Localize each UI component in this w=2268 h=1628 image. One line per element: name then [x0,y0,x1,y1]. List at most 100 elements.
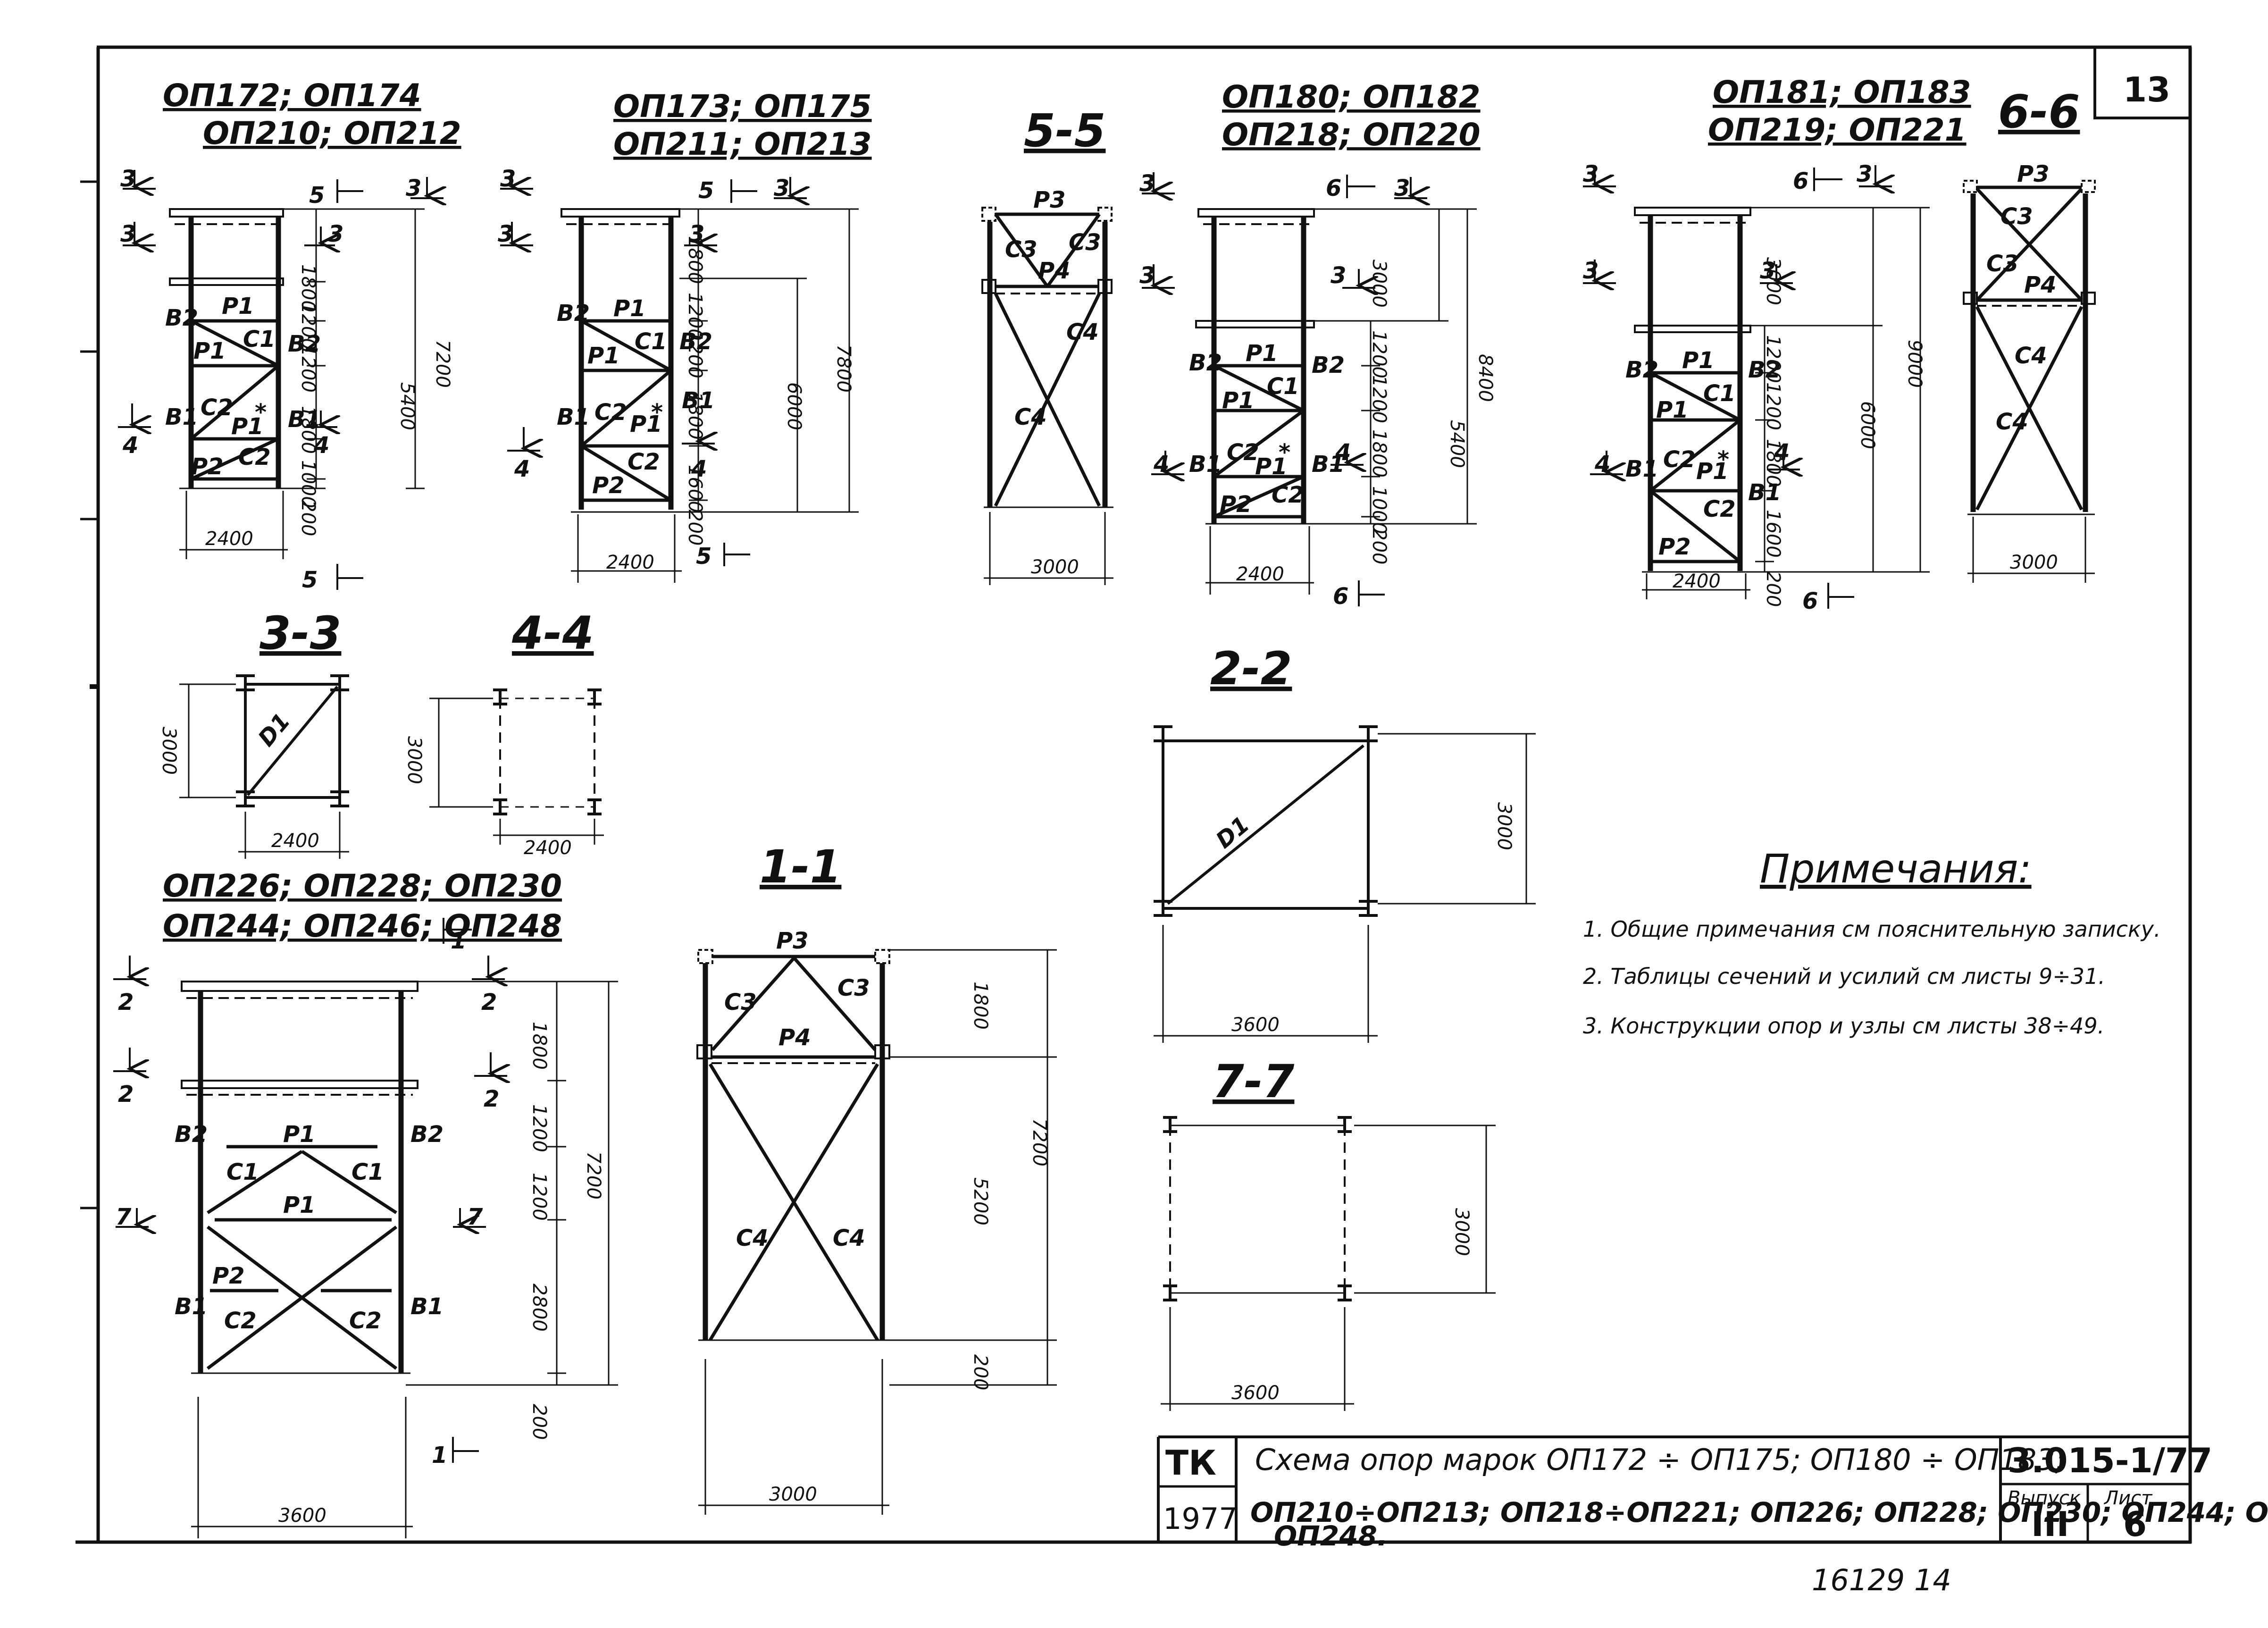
g4-cut-4a: 4 [1594,451,1610,478]
svg-text:200: 200 [1368,529,1390,564]
tower-op226 [181,981,618,1538]
s11-label-c4-a: C4 [736,1225,769,1251]
g3-dimensions: 3000 1200 1200 1800 1000 200 5400 8400 2… [1236,260,1496,585]
s55-label-c4-a: C4 [1066,319,1099,345]
g2-label-b2-l: B2 [557,300,590,327]
note-3: 3. Конструкции опор и узлы см листы 38÷4… [1583,1013,2104,1039]
g2-label-p1-c: P1 [630,411,662,437]
g1-cut-3b: 3 [120,221,136,247]
section-4-4 [429,688,604,845]
g4-label-b2-l: B2 [1625,357,1658,383]
g5-label-b2-l: B2 [175,1121,208,1148]
s66-label-p3: P3 [2017,161,2050,187]
g1-cut-5a: 5 [309,182,325,209]
g5-label-b1-l: B1 [175,1293,208,1320]
g1-label-p1-b: P1 [193,338,226,364]
bottom-handwriting: 16129 14 [1812,1563,1951,1597]
section-1-1 [696,949,1057,1515]
s22-dim-3000: 3000 [1493,802,1515,850]
svg-text:9000: 9000 [1904,340,1925,388]
svg-text:2400: 2400 [1673,571,1721,592]
g3-label-c1: C1 [1267,373,1299,400]
svg-text:1200: 1200 [1762,335,1784,383]
g1-cut-4a: 4 [122,432,138,459]
s66-label-c3-a: C3 [2000,203,2033,230]
g5-cut-7b: 7 [467,1204,483,1230]
svg-text:1200: 1200 [297,344,319,393]
svg-text:7800: 7800 [833,344,854,393]
g4-label-c2-a: C2 [1663,446,1696,473]
section-1-1-title: 1-1 [760,840,841,893]
g3-label-c2-b: C2 [1272,482,1304,508]
g5-label-p1-a: P1 [283,1121,316,1148]
svg-text:1000: 1000 [297,460,319,508]
g1-dimensions: 1800 1200 1200 1800 1000 200 5400 7200 2… [205,264,453,550]
group5-title-line1: ОП226; ОП228; ОП230 [163,868,562,904]
svg-text:2400: 2400 [606,552,654,573]
g2-cut-5a: 5 [698,177,714,204]
g5-label-c1-b: C1 [351,1159,384,1185]
section-2-2 [1154,725,1536,1043]
g4-cut-3b: 3 [1583,258,1598,284]
g1-label-b2-r: B2 [288,331,321,357]
s33-dim-2400: 2400 [271,830,319,852]
g4-label-p1-c: P1 [1696,458,1729,485]
sheet-frame [75,45,2192,1544]
svg-text:1800: 1800 [970,982,991,1030]
title-block-sheet-value: 6 [2123,1504,2147,1544]
group5-title-line2: ОП244; ОП246; ОП248 [163,908,562,944]
g3-label-b2-r: B2 [1312,352,1345,378]
svg-text:7200: 7200 [583,1151,604,1200]
g1-cut-4b: 4 [313,432,329,459]
svg-text:200: 200 [684,510,706,545]
s66-dim-3000: 3000 [2010,552,2058,573]
g4-label-c2-b: C2 [1703,496,1736,522]
g3-cut-3c: 3 [1394,175,1410,201]
title-block-title-line1: Схема опор марок ОП172 ÷ ОП175; ОП180 ÷ … [1255,1443,2065,1477]
g1-label-c2-a: C2 [201,394,233,421]
svg-text:1000: 1000 [1368,486,1390,534]
g4-dimensions: 3000 1200 1200 1800 1600 200 6000 9000 2… [1673,257,1925,607]
g1-label-b2-l: B2 [165,305,198,331]
g1-label-c2-b: C2 [238,444,271,470]
g4-label-p2: P2 [1658,534,1691,560]
g2-label-b2-r: B2 [679,328,712,355]
svg-text:200: 200 [297,500,319,536]
s66-label-c4-a: C4 [2015,343,2047,369]
svg-text:3000: 3000 [1368,260,1390,308]
group3-title-line1: ОП180; ОП182 [1222,79,1481,115]
group1-title-line1: ОП172; ОП174 [163,77,421,114]
g1-cut-3c: 3 [406,175,421,201]
g2-label-b1-l: B1 [557,404,590,430]
svg-text:7200: 7200 [432,340,453,388]
note-1: 1. Общие примечания см пояснительную зап… [1583,916,2161,942]
g4-label-c1: C1 [1703,380,1736,407]
g5-label-p1-b: P1 [283,1192,316,1218]
s66-label-c3-b: C3 [1986,251,2019,277]
g1-cut-3d: 3 [328,221,343,247]
svg-text:200: 200 [528,1404,550,1440]
g3-cut-3a: 3 [1139,170,1155,197]
svg-text:1800: 1800 [684,392,706,440]
s11-label-c4-b: C4 [833,1225,865,1251]
section-6-6-title: 6-6 [1998,85,2080,138]
g3-label-p1-b: P1 [1222,387,1255,414]
svg-text:1200: 1200 [684,293,706,341]
s55-label-c4-b: C4 [1014,404,1047,430]
g4-label-p1-a: P1 [1682,347,1715,374]
s11-label-p3: P3 [776,928,809,954]
svg-text:200: 200 [1762,571,1784,607]
g2-cut-markers [500,170,807,566]
section-3-3-title: 3-3 [259,607,341,660]
tower-op181 [1634,207,1930,599]
g4-cut-markers [1583,165,1892,609]
g3-label-c2-a: C2 [1227,439,1259,466]
group3-title-line2: ОП218; ОП220 [1222,117,1481,153]
svg-text:1200: 1200 [528,1173,550,1221]
g2-label-c2-b: C2 [628,449,660,475]
g4-cut-4b: 4 [1774,439,1790,466]
svg-text:1200: 1200 [297,302,319,350]
svg-text:1800: 1800 [1368,429,1390,478]
svg-text:1600: 1600 [1762,510,1784,558]
g4-cut-6a: 6 [1793,168,1808,194]
